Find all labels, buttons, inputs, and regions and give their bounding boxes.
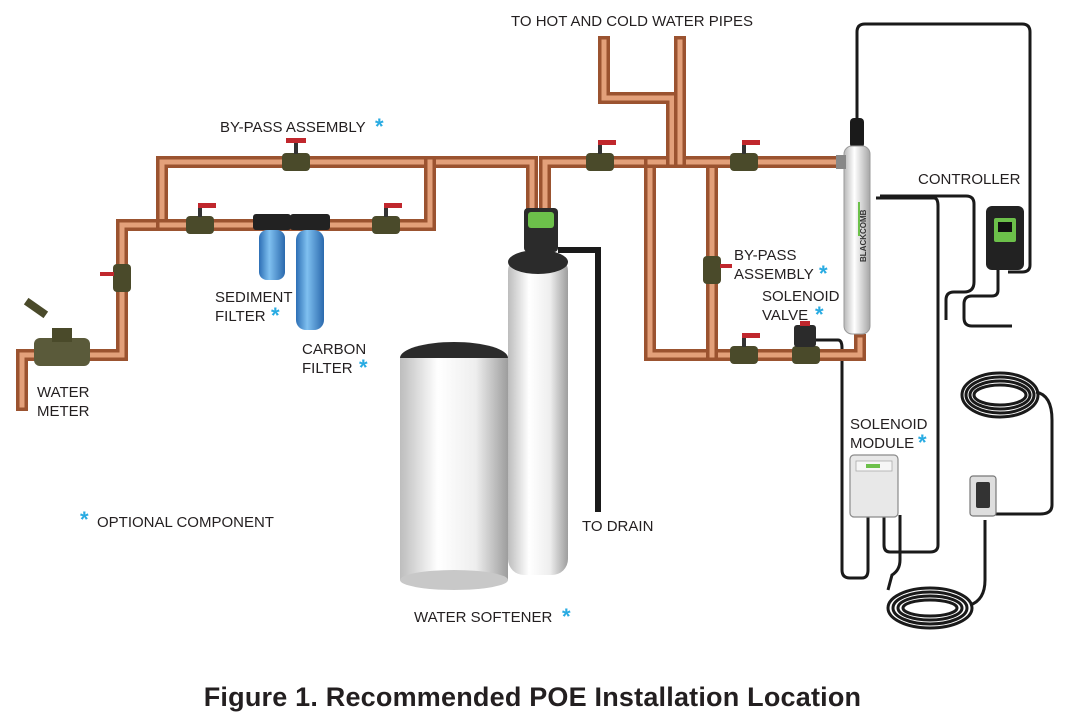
module-coil-to-outlet [969,520,987,607]
optional-asterisk-legend: * [80,507,89,532]
poe-installation-diagram: BLACKCOMB TO HOT AND COLD WATER PIPES BY… [16,13,1054,630]
bypass-assembly-top-label: BY-PASS ASSEMBLY [220,119,366,136]
optional-component-label: OPTIONAL COMPONENT [97,514,274,531]
coil-to-outlet-cable [992,390,1054,516]
water-meter-icon [23,297,90,366]
solenoid-module-label-line1: SOLENOID [850,416,928,433]
to-drain-label: TO DRAIN [582,518,653,535]
carbon-filter-label-line2: FILTER [302,360,353,377]
solenoid-module-icon [849,454,899,518]
controller-icon [986,206,1024,270]
solenoid-valve-label-line1: SOLENOID [762,288,840,305]
solenoid-valve-label-line2: VALVE [762,307,808,324]
controller-power-cable [962,270,1012,328]
optional-asterisk: * [271,303,280,328]
water-softener-icon [400,208,601,590]
power-outlet-icon [969,475,997,517]
carbon-filter-label-line1: CARBON [302,341,366,358]
ball-valves [100,138,820,364]
valve-icon [372,203,402,234]
sediment-filter-icon [253,214,291,280]
solenoid-module-label-line2: MODULE [850,435,914,452]
hot-cold-pipes-label: TO HOT AND COLD WATER PIPES [511,13,753,30]
sediment-filter-label-line1: SEDIMENT [215,289,293,306]
valve-icon [282,138,310,171]
module-valve-cable [808,338,870,580]
carbon-filter-icon [290,214,330,330]
module-uv-cable [876,196,940,554]
module-coiled-cord [886,586,974,630]
copper-piping [16,36,866,411]
bypass-assembly-right-label-line2: ASSEMBLY [734,266,814,283]
valve-icon [730,140,760,171]
figure-caption: Figure 1. Recommended POE Installation L… [203,682,862,712]
controller-coiled-cord [960,371,1040,419]
valve-icon [730,333,760,364]
solenoid-valve-icon [792,321,820,364]
uv-brand-label: BLACKCOMB [859,209,868,262]
water-meter-label-line1: WATER [37,384,90,401]
water-softener-label: WATER SOFTENER [414,609,553,626]
optional-asterisk: * [815,302,824,327]
optional-asterisk: * [359,355,368,380]
optional-asterisk: * [375,114,384,139]
optional-asterisk: * [819,261,828,286]
valve-icon [586,140,616,171]
electrical-cables [808,22,1054,630]
sediment-filter-label-line2: FILTER [215,308,266,325]
valve-icon [703,256,732,284]
valve-icon [100,264,131,292]
controller-label: CONTROLLER [918,171,1021,188]
controller-uv-cable [880,194,976,320]
module-power-cable [886,515,902,591]
optional-asterisk: * [918,430,927,455]
uv-system-icon: BLACKCOMB [836,118,871,335]
optional-asterisk: * [562,604,571,629]
valve-icon [186,203,216,234]
water-meter-label-line2: METER [37,403,90,420]
bypass-assembly-right-label-line1: BY-PASS [734,247,797,264]
lamp-cable [855,22,1032,274]
